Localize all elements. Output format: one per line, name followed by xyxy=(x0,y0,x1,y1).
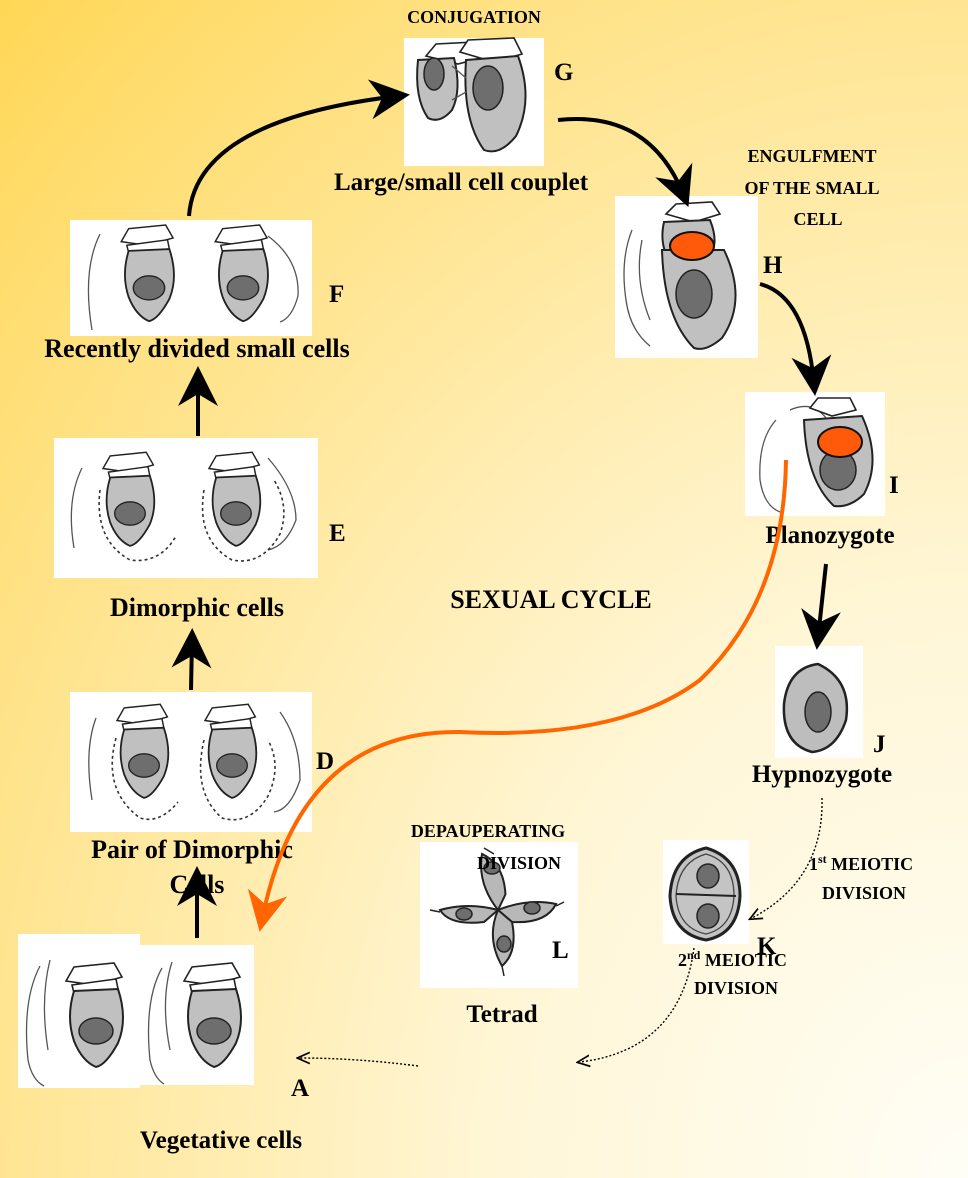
sexual-cycle-title: SEXUAL CYCLE xyxy=(450,585,652,614)
stage-a-letter: A xyxy=(291,1075,309,1102)
stage-l-letter: L xyxy=(552,937,569,964)
stage-f-letter: F xyxy=(329,281,344,308)
stage-g-letter: G xyxy=(554,59,573,86)
engulfed-small-cell-h xyxy=(670,232,714,260)
stage-i: I Planozygote xyxy=(745,392,899,549)
stage-h-letter: H xyxy=(763,252,783,279)
stage-a: A Vegetative cells xyxy=(18,934,309,1154)
stage-i-letter: I xyxy=(889,472,899,499)
stage-h-title-line1: ENGULFMENT xyxy=(747,146,876,166)
stage-d-label-line1: Pair of Dimorphic xyxy=(91,835,293,864)
stage-l-division-line1: 2nd MEIOTIC xyxy=(678,948,787,970)
stage-e: E Dimorphic cells xyxy=(54,438,346,622)
arrow-d-to-e xyxy=(191,640,192,690)
stage-h-title-line3: CELL xyxy=(793,209,842,229)
stage-l-label: Tetrad xyxy=(466,1001,537,1028)
stage-k-division-line2: DIVISION xyxy=(822,883,906,903)
stage-j-letter: J xyxy=(873,731,886,758)
arrow-k-to-l xyxy=(580,948,694,1062)
stage-j: J Hypnozygote xyxy=(752,646,892,788)
stage-g-label: Large/small cell couplet xyxy=(334,169,589,196)
stage-a-label: Vegetative cells xyxy=(140,1127,302,1154)
stage-f: F Recently divided small cells xyxy=(44,220,349,363)
arrow-h-to-i xyxy=(760,284,814,384)
stage-j-label: Hypnozygote xyxy=(752,761,892,788)
stage-i-label: Planozygote xyxy=(765,522,894,549)
stage-e-label: Dimorphic cells xyxy=(110,593,284,622)
stage-f-panel xyxy=(70,220,312,336)
stage-k: K 1st MEIOTIC DIVISION xyxy=(663,840,913,960)
arrow-l-to-a xyxy=(300,1058,418,1066)
stage-d: D Pair of Dimorphic Cells xyxy=(70,692,334,899)
stage-l-division-line2: DIVISION xyxy=(694,978,778,998)
stage-d-letter: D xyxy=(316,748,334,775)
stage-d-panel xyxy=(70,692,312,832)
stage-f-label: Recently divided small cells xyxy=(44,334,349,363)
arrow-i-to-j xyxy=(818,564,826,638)
depauperating-title-line1: DEPAUPERATING xyxy=(411,821,565,841)
stage-h-title-line2: OF THE SMALL xyxy=(744,178,879,198)
arrow-f-to-g xyxy=(189,96,398,216)
depauperating-title-line2: DIVISION xyxy=(477,853,561,873)
engulfed-small-cell-i xyxy=(818,427,862,457)
stage-e-panel xyxy=(54,438,318,578)
stage-h: H ENGULFMENT OF THE SMALL CELL xyxy=(615,146,880,358)
stage-g-title: CONJUGATION xyxy=(407,7,541,27)
stage-e-letter: E xyxy=(329,520,346,547)
stage-k-division-line1: 1st MEIOTIC xyxy=(809,852,913,874)
arrow-j-to-k xyxy=(752,798,822,918)
